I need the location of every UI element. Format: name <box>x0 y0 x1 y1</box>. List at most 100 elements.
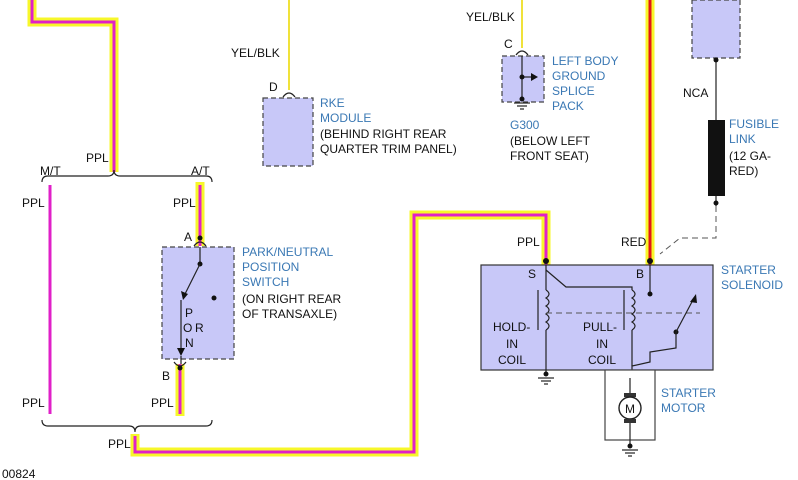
splice-loc-2: FRONT SEAT) <box>510 149 589 163</box>
label-ppl-mt: PPL <box>22 196 45 210</box>
wire-ppl-top <box>30 0 116 172</box>
pn-switch-name-1: PARK/NEUTRAL <box>242 245 333 259</box>
b-contact <box>647 291 653 297</box>
starter-solenoid-body <box>480 264 714 371</box>
motor-name-1: STARTER <box>661 386 716 400</box>
pn-switch-name-3: SWITCH <box>242 275 289 289</box>
ground-splice-pack: YEL/BLK C LEFT BODY GROUND SPLICE PACK G… <box>466 0 618 163</box>
prnd-n: N <box>185 336 194 350</box>
label-ppl-solenoid: PPL <box>517 235 540 249</box>
motor-symbol: M <box>625 402 635 416</box>
splice-name-3: SPLICE <box>552 84 595 98</box>
fusible-name-2: LINK <box>729 132 756 146</box>
solenoid-name-1: STARTER <box>721 263 776 277</box>
connector-c-label: C <box>504 37 513 51</box>
solenoid-contact-blade <box>675 297 695 333</box>
upper-component-body <box>691 0 741 59</box>
prnd-o: O <box>183 321 192 335</box>
motor-brush-top <box>624 393 636 397</box>
fusible-link-node <box>713 200 719 206</box>
splice-pack-body <box>501 55 545 103</box>
switch-travel-arrow <box>177 348 185 356</box>
fusible-link-dashed-feed <box>659 206 717 255</box>
split-bracket-top <box>41 169 213 183</box>
rke-name-2: MODULE <box>320 111 371 125</box>
terminal-s-label: S <box>528 267 536 281</box>
pull-in-coil-2: IN <box>596 337 608 351</box>
junction-at-top <box>197 235 203 241</box>
s-to-pull-in <box>545 269 633 290</box>
fusible-spec-1: (12 GA- <box>729 149 771 163</box>
connector-a-label: A <box>184 230 192 244</box>
prnd-p: P <box>185 306 193 320</box>
fusible-link: NCA FUSIBLE LINK (12 GA- RED) <box>659 0 779 255</box>
ground-g300-label: G300 <box>510 118 540 132</box>
figure-id: 00824 <box>2 467 36 480</box>
fusible-spec-2: RED) <box>729 164 758 178</box>
label-ppl-sw-bottom: PPL <box>151 396 174 410</box>
nca-node <box>713 57 719 63</box>
switch-blade <box>182 263 201 299</box>
label-at: A/T <box>191 164 210 178</box>
label-ppl-top: PPL <box>86 151 109 165</box>
splice-node <box>519 74 525 80</box>
wire-ppl-main <box>133 213 548 454</box>
rke-name-1: RKE <box>320 96 345 110</box>
highlight-top-left <box>27 0 119 172</box>
label-nca: NCA <box>683 86 708 100</box>
park-neutral-switch-body <box>161 246 235 360</box>
rke-loc-2: QUARTER TRIM PANEL) <box>320 142 457 156</box>
label-yel-blk-splice: YEL/BLK <box>466 10 515 24</box>
rke-module-body <box>262 97 314 167</box>
motor-feed <box>631 332 677 378</box>
splice-name-2: GROUND <box>552 69 606 83</box>
connector-a-cap <box>193 241 207 247</box>
splice-name-4: PACK <box>552 99 584 113</box>
terminal-b-label: B <box>636 267 644 281</box>
solenoid-name-2: SOLENOID <box>721 278 783 292</box>
starter-solenoid: PPL RED S B HOLD- IN COIL PULL- I <box>480 235 783 385</box>
label-mt: M/T <box>40 164 61 178</box>
splice-name-1: LEFT BODY <box>552 54 618 68</box>
label-ppl-mt-bottom: PPL <box>22 396 45 410</box>
splice-loc-1: (BELOW LEFT <box>510 134 591 148</box>
connector-b-label: B <box>162 369 170 383</box>
pull-in-coil-winding <box>630 289 636 331</box>
split-bracket-bottom <box>41 419 213 433</box>
switch-blade-arrow <box>181 291 188 300</box>
park-neutral-switch-caption: PARK/NEUTRAL POSITION SWITCH (ON RIGHT R… <box>242 245 341 321</box>
label-yel-blk-rke: YEL/BLK <box>231 46 280 60</box>
motor-name-2: MOTOR <box>661 401 706 415</box>
pn-switch-name-2: POSITION <box>242 260 299 274</box>
pull-in-coil-3: COIL <box>588 353 616 367</box>
hold-in-coil-2: IN <box>506 337 518 351</box>
pn-switch-loc-2: OF TRANSAXLE) <box>242 307 337 321</box>
solenoid-b-entry <box>647 258 653 264</box>
label-ppl-main: PPL <box>108 437 131 451</box>
label-ppl-at: PPL <box>173 196 196 210</box>
park-neutral-switch: A B P O R N <box>161 230 235 383</box>
splice-ground-node <box>519 96 525 102</box>
fusible-link-body <box>708 120 725 196</box>
solenoid-contact-arrow <box>690 294 697 303</box>
hold-in-ground-node <box>543 371 549 377</box>
hold-in-coil-winding <box>544 289 550 331</box>
rke-module: YEL/BLK D RKE MODULE (BEHIND RIGHT REAR … <box>231 0 457 167</box>
label-red: RED <box>621 235 647 249</box>
splice-arrow <box>531 73 538 81</box>
motor-ground-node <box>627 443 633 449</box>
switch-contact-right <box>211 295 217 301</box>
fusible-name-1: FUSIBLE <box>729 117 779 131</box>
prnd-r: R <box>195 321 204 335</box>
pn-switch-loc-1: (ON RIGHT REAR <box>242 292 341 306</box>
junction-sw-bottom <box>177 365 183 371</box>
connector-c-cap <box>515 50 529 56</box>
hold-in-coil-3: COIL <box>498 353 526 367</box>
motor-brush-bottom <box>624 419 636 423</box>
starter-motor: M STARTER MOTOR <box>604 369 716 457</box>
connector-d-cap <box>282 92 296 98</box>
solenoid-s-entry <box>543 258 549 264</box>
hold-in-coil-1: HOLD- <box>493 320 530 334</box>
rke-loc-1: (BEHIND RIGHT REAR <box>320 127 447 141</box>
